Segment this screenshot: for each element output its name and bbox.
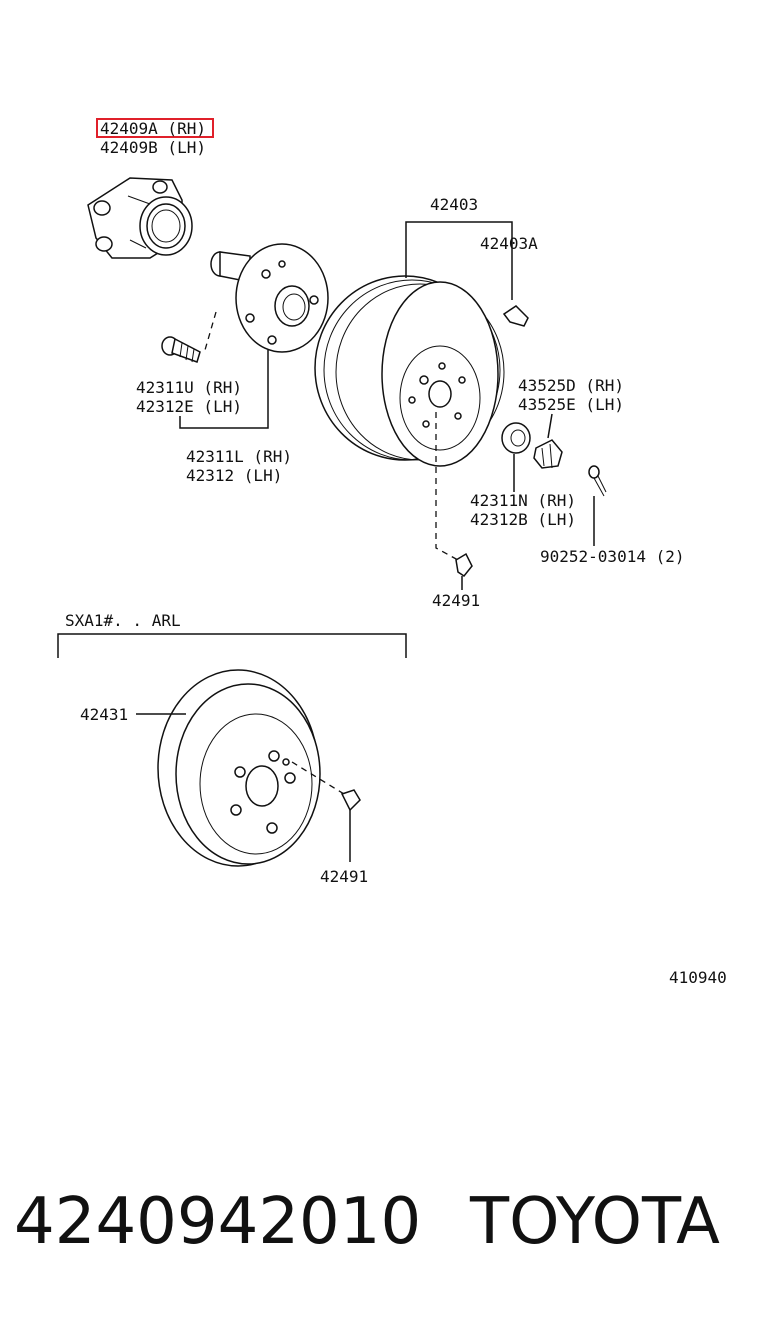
cotter-pin-drawing bbox=[588, 465, 607, 497]
label-spindle-rh: 42311L (RH) bbox=[186, 447, 292, 466]
label-hub-lh: 42409B (LH) bbox=[100, 138, 206, 157]
part-number: 4240942010 bbox=[14, 1185, 422, 1259]
drum-clip-drawing bbox=[502, 305, 529, 327]
label-pin: 90252-03014 (2) bbox=[540, 547, 685, 566]
label-drum-a: 42403A bbox=[480, 234, 538, 253]
label-cap-lh: 43525E (LH) bbox=[518, 395, 624, 414]
parts-diagram: 42409A (RH) 42409B (LH) 42311U (RH) 4231… bbox=[57, 118, 727, 987]
label-plug-bottom: 42491 bbox=[320, 867, 368, 886]
label-disc: 42431 bbox=[80, 705, 128, 724]
label-bolt-lh: 42312E (LH) bbox=[136, 397, 242, 416]
spindle-leader bbox=[179, 350, 269, 429]
variant-bracket bbox=[57, 633, 407, 658]
cap-leader bbox=[547, 413, 553, 439]
brake-drum-drawing bbox=[314, 275, 505, 467]
label-hub-rh: 42409A (RH) bbox=[100, 119, 206, 138]
drum-leader bbox=[405, 221, 513, 300]
label-bolt-rh: 42311U (RH) bbox=[136, 378, 242, 397]
hub-nut-drawing bbox=[501, 422, 531, 454]
label-nut-rh: 42311N (RH) bbox=[470, 491, 576, 510]
label-variant: SXA1#. . ARL bbox=[65, 611, 181, 630]
label-plug-top: 42491 bbox=[432, 591, 480, 610]
label-spindle-lh: 42312 (LH) bbox=[186, 466, 282, 485]
plug-top-axis-line bbox=[435, 412, 459, 561]
label-nut-lh: 42312B (LH) bbox=[470, 510, 576, 529]
plug-bottom-drawing bbox=[340, 789, 361, 812]
hub-bearing-drawing bbox=[87, 177, 193, 259]
label-drum: 42403 bbox=[430, 195, 478, 214]
label-figure-code: 410940 bbox=[669, 968, 727, 987]
footer: 4240942010 TOYOTA bbox=[0, 1185, 760, 1285]
bolt-axis-line bbox=[204, 311, 217, 351]
brake-disc-drawing bbox=[157, 669, 321, 867]
lock-cap-drawing bbox=[533, 439, 563, 469]
axle-hub-drawing bbox=[210, 243, 329, 353]
highlight-box bbox=[96, 118, 214, 138]
brand-name: TOYOTA bbox=[470, 1185, 720, 1259]
hub-bolt-drawing bbox=[161, 336, 201, 363]
plug-top-drawing bbox=[455, 552, 473, 578]
label-cap-rh: 43525D (RH) bbox=[518, 376, 624, 395]
